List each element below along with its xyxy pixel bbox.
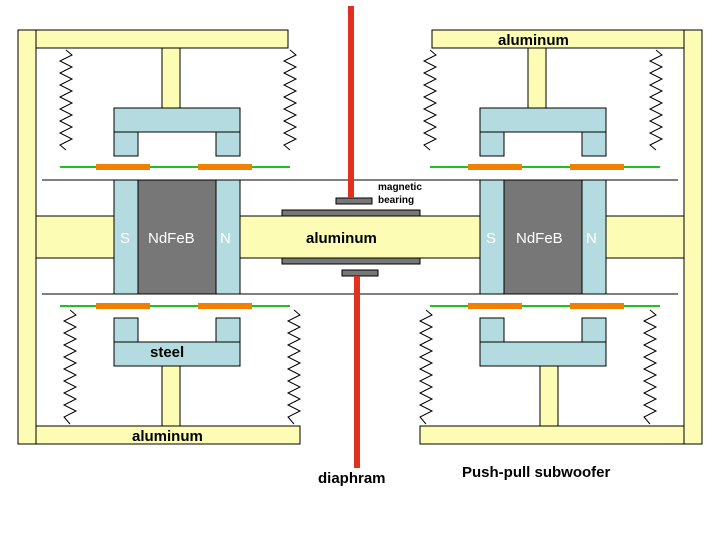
spring-bottom-left-2 xyxy=(286,309,302,425)
label-caption: Push-pull subwoofer xyxy=(462,464,610,481)
steel-yoke-top-left xyxy=(113,107,241,157)
spring-bottom-left-1 xyxy=(62,309,78,425)
diaphragm-rod-top xyxy=(348,6,354,198)
magnet-assembly-left xyxy=(113,179,241,295)
label-pole-n-right: N xyxy=(586,230,597,247)
left-aluminum-frame xyxy=(17,29,301,445)
label-pole-s-right: S xyxy=(486,230,496,247)
label-aluminum-center: aluminum xyxy=(306,230,377,247)
spring-top-left-2 xyxy=(282,49,298,151)
spring-top-right-1 xyxy=(422,49,438,151)
spring-top-right-2 xyxy=(648,49,664,151)
aluminum-posts xyxy=(161,47,559,427)
magnet-assembly-right xyxy=(479,179,607,295)
steel-yoke-top-right xyxy=(479,107,607,157)
label-aluminum-bottom-left: aluminum xyxy=(132,428,203,445)
label-magnet-right: NdFeB xyxy=(516,230,563,247)
spring-bottom-right-2 xyxy=(642,309,658,425)
label-pole-s-left: S xyxy=(120,230,130,247)
steel-yoke-bottom-left xyxy=(113,317,241,367)
spring-top-left-1 xyxy=(58,49,74,151)
label-aluminum-top-right: aluminum xyxy=(498,32,569,49)
right-aluminum-frame xyxy=(419,29,703,445)
spring-bottom-right-1 xyxy=(418,309,434,425)
label-diaphram: diaphram xyxy=(318,470,386,487)
steel-yoke-bottom-right xyxy=(479,317,607,367)
label-magnetic: magnetic xyxy=(378,182,422,193)
diaphragm-rod-bottom xyxy=(354,276,360,468)
label-magnet-left: NdFeB xyxy=(148,230,195,247)
diaphragm-rods xyxy=(348,6,360,468)
springs xyxy=(58,49,664,425)
label-bearing: bearing xyxy=(378,195,414,206)
voice-coils xyxy=(96,164,624,309)
label-steel: steel xyxy=(150,344,184,361)
label-pole-n-left: N xyxy=(220,230,231,247)
